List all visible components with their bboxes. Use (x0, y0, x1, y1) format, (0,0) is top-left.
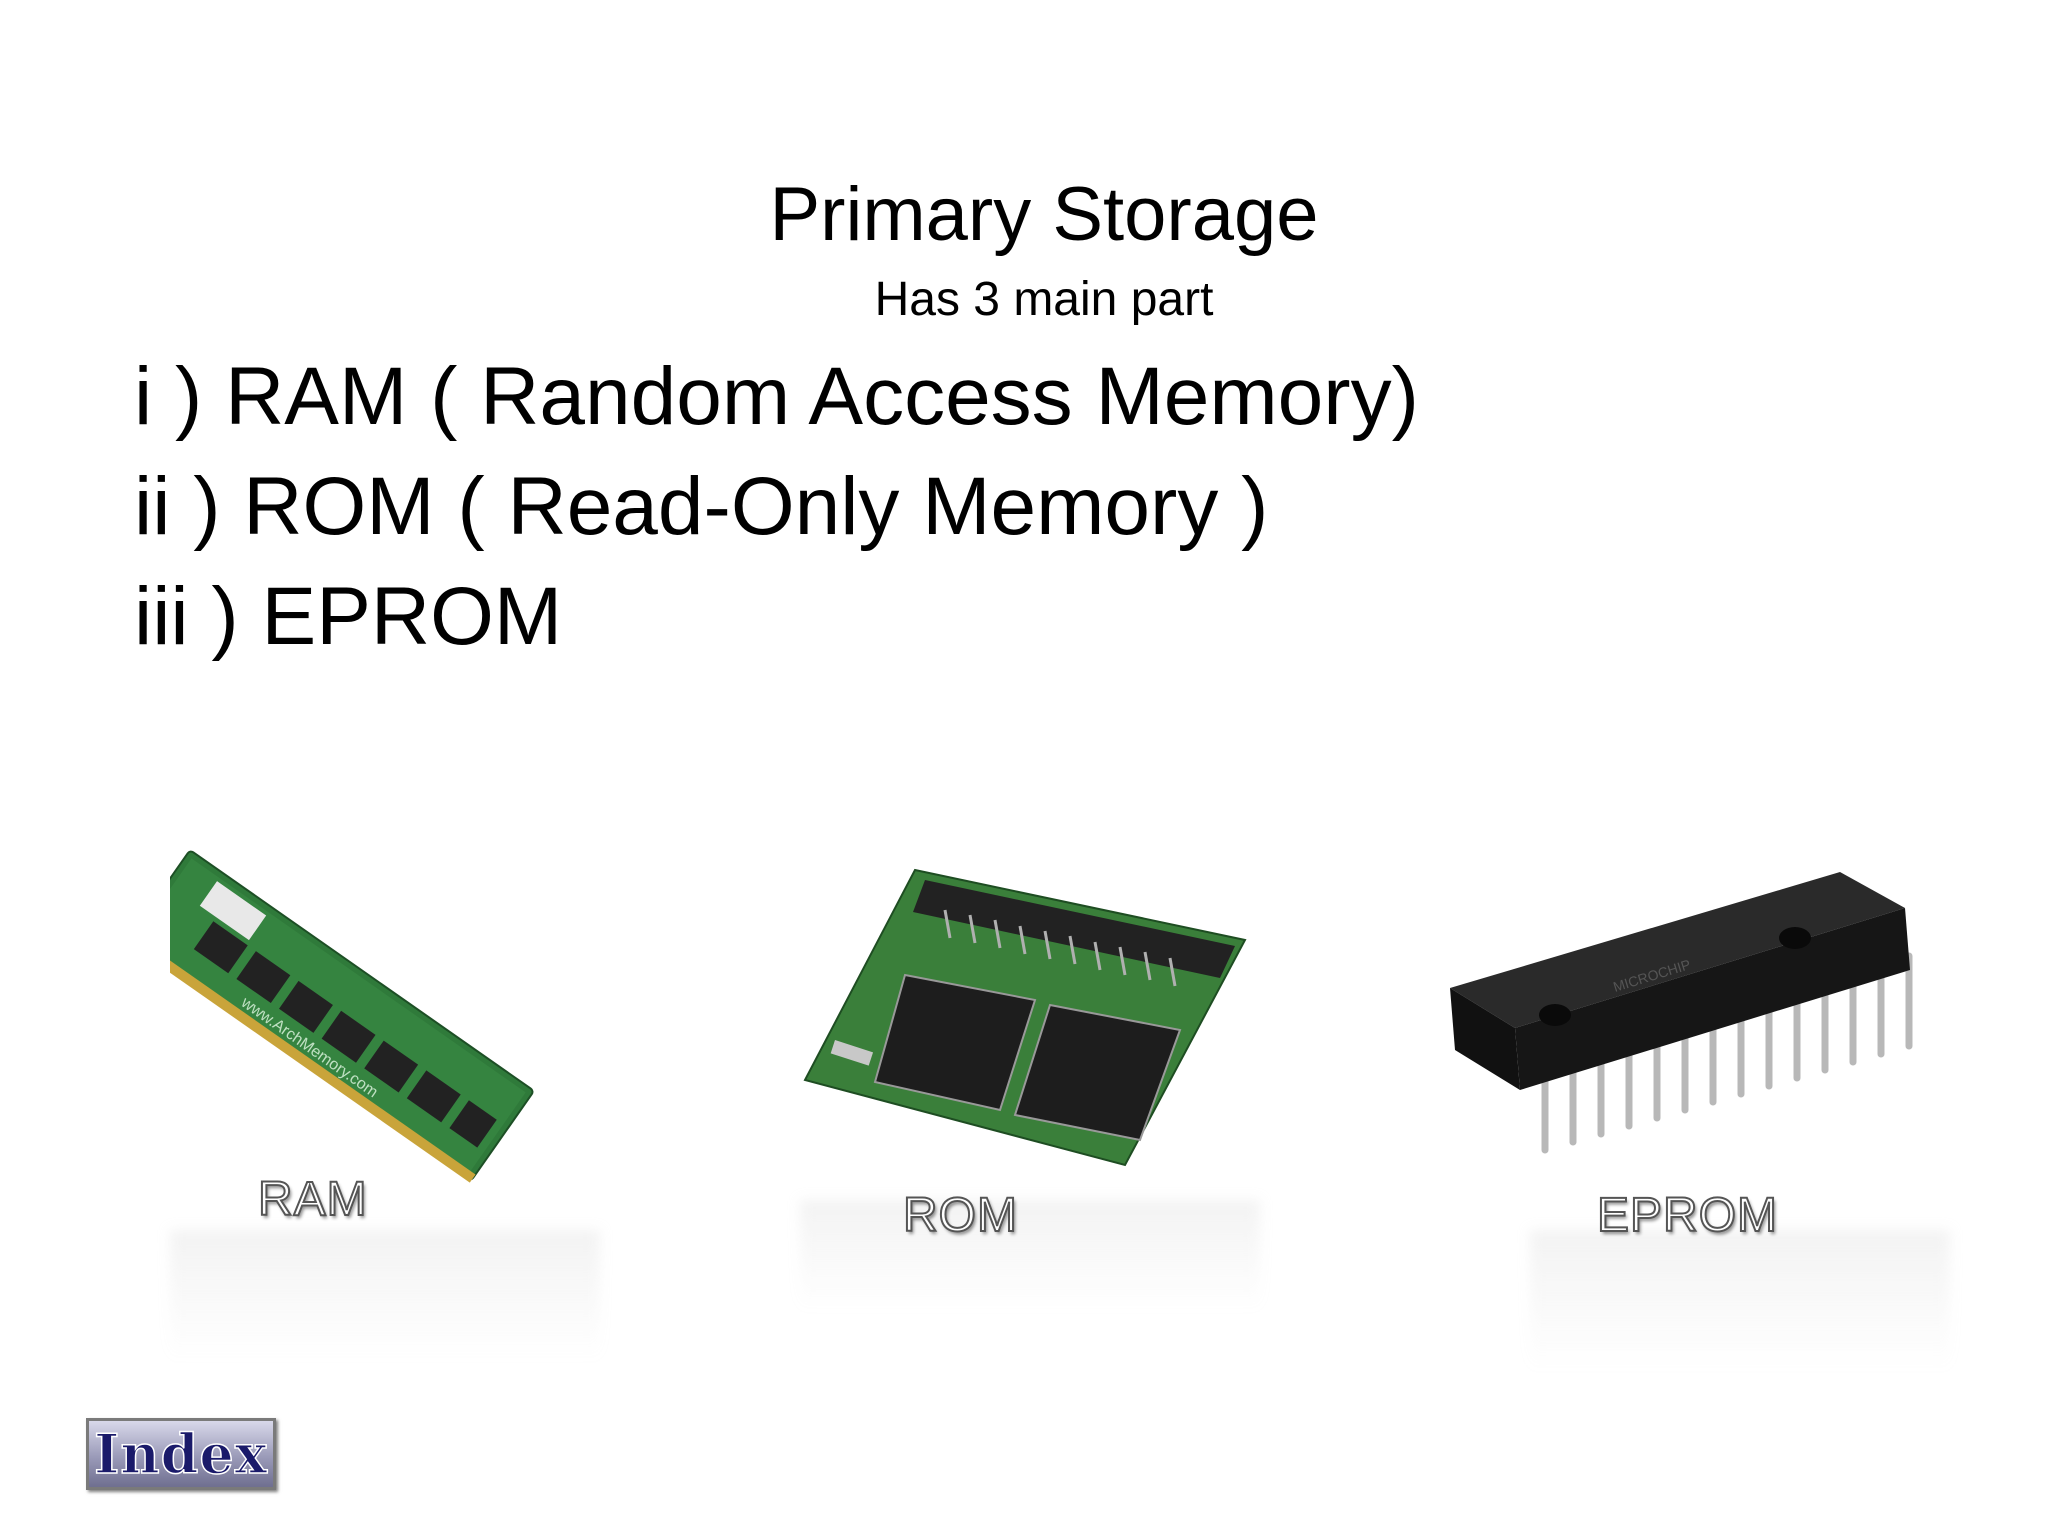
slide-subtitle: Has 3 main part (874, 273, 1214, 326)
eprom-chip-image: MICROCHIP (1450, 872, 1913, 1154)
ram-module-image: www.ArchMemory.com (170, 850, 534, 1183)
eprom-caption: EPROM (1596, 1188, 1779, 1243)
ram-caption: RAM (257, 1172, 368, 1227)
rom-reflection (800, 1200, 1260, 1310)
ram-reflection (170, 1230, 600, 1360)
list-item-rom: ii ) ROM ( Read-Only Memory ) (134, 461, 1269, 552)
memory-type-list: i ) RAM ( Random Access Memory) ii ) ROM… (134, 342, 1419, 672)
rom-module-image (803, 868, 1247, 1167)
eprom-reflection (1530, 1230, 1950, 1370)
index-button-label: Index (93, 1422, 268, 1486)
list-item-eprom: iii ) EPROM (134, 571, 563, 662)
rom-caption: ROM (902, 1188, 1018, 1243)
list-item-ram: i ) RAM ( Random Access Memory) (134, 351, 1419, 442)
slide-title: Primary Storage (769, 172, 1319, 257)
index-button[interactable]: Index (86, 1418, 276, 1490)
